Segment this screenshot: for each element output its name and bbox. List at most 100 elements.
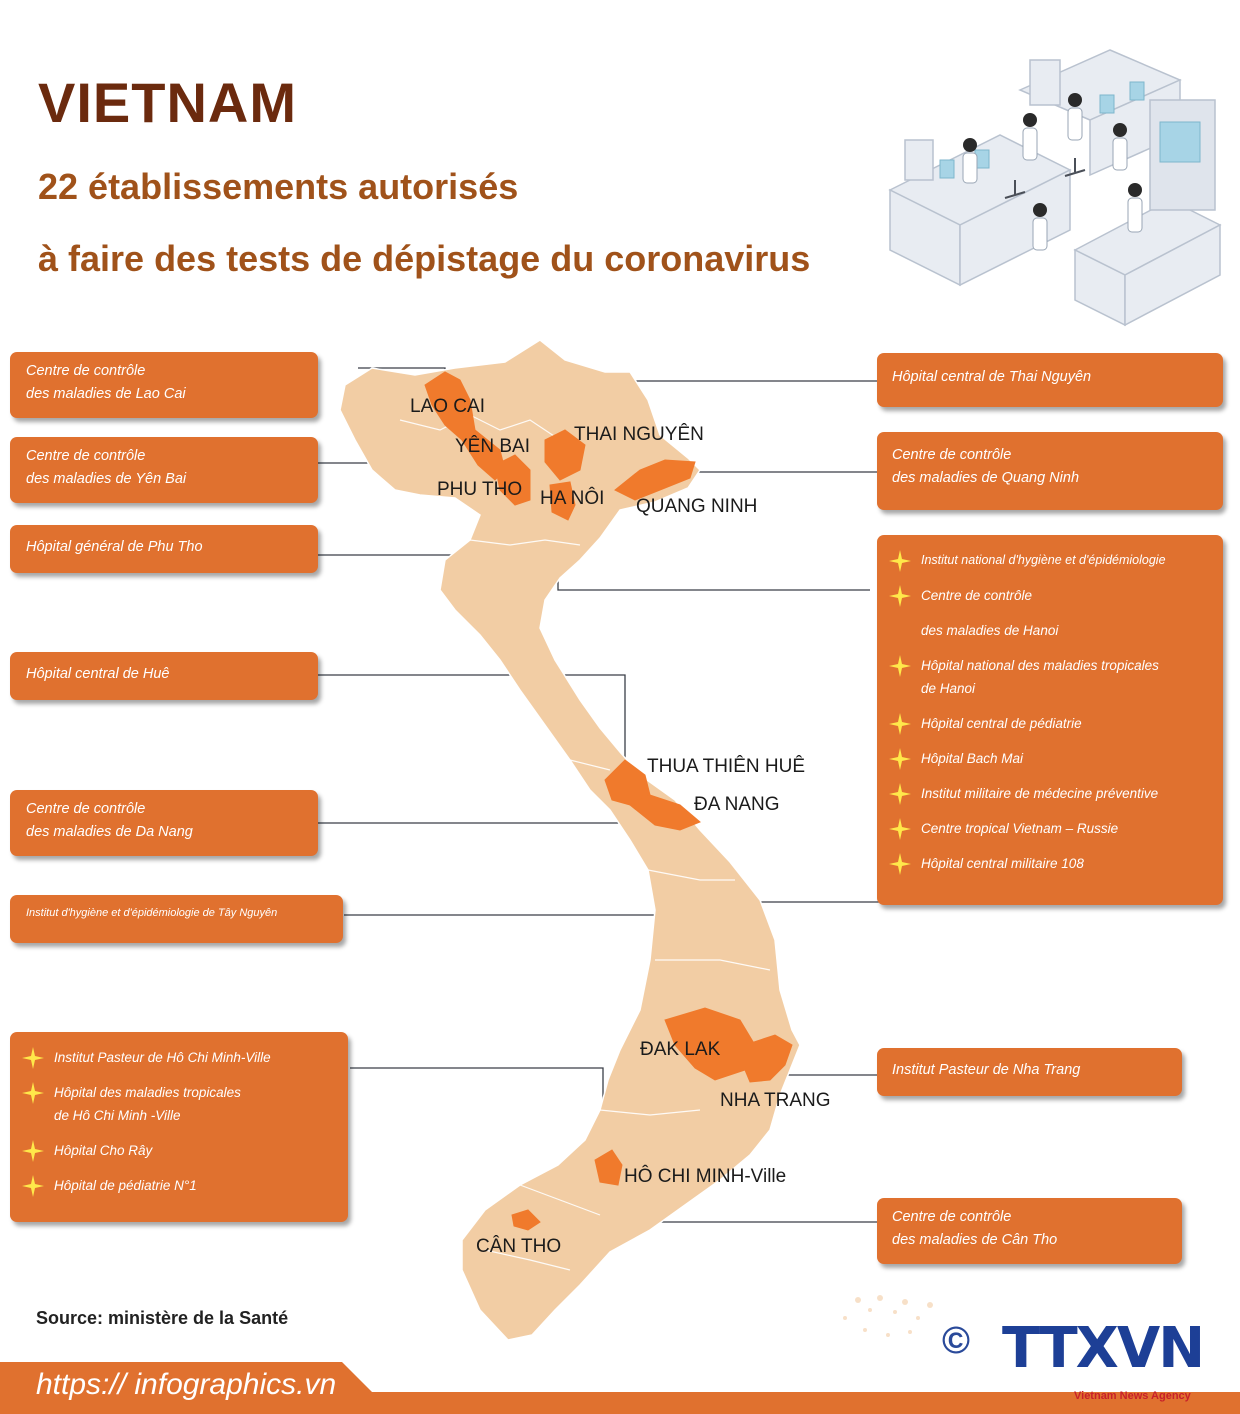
box-yen-bai-line2: des maladies de Yên Bai bbox=[26, 471, 187, 487]
hanoi-item-3-text: Hôpital national des maladies tropicales bbox=[921, 658, 1159, 673]
hanoi-item-2: Centre de contrôle bbox=[877, 578, 1223, 613]
map-label-thai-nguyen: THAI NGUYÊN bbox=[574, 423, 704, 445]
box-hue: Hôpital central de Huê bbox=[10, 652, 318, 700]
hanoi-item-3-cont: de Hanoi bbox=[877, 671, 1223, 706]
map-label-nha-trang: NHA TRANG bbox=[720, 1090, 831, 1111]
star-icon bbox=[22, 1175, 44, 1197]
hcm-item-4: Hôpital de pédiatrie N°1 bbox=[10, 1168, 348, 1203]
hanoi-item-8: Hôpital central militaire 108 bbox=[877, 846, 1223, 881]
hanoi-item-2-cont: des maladies de Hanoi bbox=[877, 613, 1223, 648]
hcm-item-2: Hôpital des maladies tropicales bbox=[10, 1075, 348, 1110]
map-label-phu-tho: PHU THO bbox=[437, 479, 522, 500]
box-quang-ninh-line1: Centre de contrôle bbox=[892, 447, 1012, 463]
footer-bar bbox=[0, 1362, 1240, 1414]
box-can-tho-line1: Centre de contrôle bbox=[892, 1209, 1012, 1225]
hanoi-item-1-text: Institut national d'hygiène et d'épidémi… bbox=[921, 553, 1166, 567]
map-label-yen-bai: YÊN BAI bbox=[455, 435, 530, 457]
hcm-item-3-text: Hôpital Cho Rây bbox=[54, 1143, 153, 1158]
box-da-nang: Centre de contrôle des maladies de Da Na… bbox=[10, 790, 318, 856]
map-label-quang-ninh: QUANG NINH bbox=[636, 496, 757, 517]
box-hue-line1: Hôpital central de Huê bbox=[26, 666, 170, 682]
box-da-nang-line1: Centre de contrôle bbox=[26, 801, 146, 817]
box-nha-trang: Institut Pasteur de Nha Trang bbox=[877, 1048, 1182, 1096]
box-nha-trang-line1: Institut Pasteur de Nha Trang bbox=[892, 1062, 1081, 1078]
box-ho-chi-minh: Institut Pasteur de Hô Chi Minh-Ville Hô… bbox=[10, 1032, 348, 1222]
map-label-thua-thien-hue: THUA THIÊN HUÊ bbox=[647, 755, 805, 777]
hanoi-item-1: Institut national d'hygiène et d'épidémi… bbox=[877, 543, 1223, 578]
box-quang-ninh-line2: des maladies de Quang Ninh bbox=[892, 470, 1080, 486]
hanoi-item-3-cont-text: de Hanoi bbox=[921, 681, 976, 696]
hanoi-item-4: Hôpital central de pédiatrie bbox=[877, 706, 1223, 741]
star-icon bbox=[889, 550, 911, 572]
hanoi-item-7: Centre tropical Vietnam – Russie bbox=[877, 811, 1223, 846]
star-icon bbox=[889, 853, 911, 875]
laboratory-illustration bbox=[888, 49, 1222, 327]
region-phu-tho bbox=[494, 454, 531, 506]
hcm-item-1: Institut Pasteur de Hô Chi Minh-Ville bbox=[10, 1040, 348, 1075]
star-icon bbox=[889, 713, 911, 735]
box-lao-cai-line2: des maladies de Lao Cai bbox=[26, 386, 186, 402]
region-khanh-hoa bbox=[744, 1034, 793, 1083]
region-can-tho bbox=[511, 1209, 541, 1231]
footer-url: https:// infographics.vn bbox=[36, 1368, 337, 1401]
box-thai-nguyen: Hôpital central de Thai Nguyên bbox=[877, 353, 1223, 407]
box-yen-bai: Centre de contrôle des maladies de Yên B… bbox=[10, 437, 318, 503]
box-yen-bai-line1: Centre de contrôle bbox=[26, 448, 146, 464]
hcm-item-4-text: Hôpital de pédiatrie N°1 bbox=[54, 1178, 197, 1193]
star-icon bbox=[889, 783, 911, 805]
map-label-da-nang: ĐA NANG bbox=[694, 794, 780, 815]
box-da-nang-line2: des maladies de Da Nang bbox=[26, 824, 193, 840]
box-quang-ninh: Centre de contrôle des maladies de Quang… bbox=[877, 432, 1223, 510]
region-thai-nguyen bbox=[544, 429, 586, 481]
box-hanoi: Institut national d'hygiène et d'épidémi… bbox=[877, 535, 1223, 905]
hanoi-item-2-cont-text: des maladies de Hanoi bbox=[921, 623, 1059, 638]
hcm-item-1-text: Institut Pasteur de Hô Chi Minh-Ville bbox=[54, 1050, 271, 1065]
star-icon bbox=[889, 655, 911, 677]
hanoi-item-5: Hôpital Bach Mai bbox=[877, 741, 1223, 776]
hcm-item-3: Hôpital Cho Rây bbox=[10, 1133, 348, 1168]
map-label-ha-noi: HA NÔI bbox=[540, 487, 604, 509]
page-title: VIETNAM bbox=[38, 71, 297, 134]
star-icon bbox=[22, 1140, 44, 1162]
box-phu-tho-line1: Hôpital général de Phu Tho bbox=[26, 539, 203, 555]
ttxvn-logo: TTXVN bbox=[1002, 1316, 1205, 1381]
box-tay-nguyen: Institut d'hygiène et d'épidémiologie de… bbox=[10, 895, 343, 943]
map-label-dak-lak: ĐAK LAK bbox=[640, 1039, 721, 1060]
region-ha-noi bbox=[549, 481, 576, 521]
star-icon bbox=[889, 818, 911, 840]
star-icon bbox=[22, 1047, 44, 1069]
hanoi-item-6: Institut militaire de médecine préventiv… bbox=[877, 776, 1223, 811]
hanoi-item-8-text: Hôpital central militaire 108 bbox=[921, 856, 1084, 871]
region-da-nang bbox=[629, 794, 701, 831]
hanoi-item-3: Hôpital national des maladies tropicales bbox=[877, 648, 1223, 683]
agency-name: Vietnam News Agency bbox=[1074, 1390, 1191, 1402]
hanoi-item-4-text: Hôpital central de pédiatrie bbox=[921, 716, 1082, 731]
vietnam-country-shape bbox=[339, 339, 801, 1341]
box-phu-tho: Hôpital général de Phu Tho bbox=[10, 525, 318, 573]
box-tay-nguyen-line1: Institut d'hygiène et d'épidémiologie de… bbox=[26, 907, 278, 919]
map-label-lao-cai: LAO CAI bbox=[410, 396, 485, 417]
box-lao-cai: Centre de contrôle des maladies de Lao C… bbox=[10, 352, 318, 418]
hanoi-item-2-text: Centre de contrôle bbox=[921, 588, 1033, 603]
star-icon bbox=[889, 748, 911, 770]
map-label-ho-chi-minh: HÔ CHI MINH-Ville bbox=[624, 1165, 786, 1187]
box-can-tho: Centre de contrôle des maladies de Cân T… bbox=[877, 1198, 1182, 1264]
hanoi-item-7-text: Centre tropical Vietnam – Russie bbox=[921, 821, 1119, 836]
map-label-can-tho: CÂN THO bbox=[476, 1235, 561, 1257]
hcm-item-2-cont: de Hô Chi Minh -Ville bbox=[10, 1098, 348, 1133]
box-thai-nguyen-line1: Hôpital central de Thai Nguyên bbox=[892, 369, 1092, 385]
box-lao-cai-line1: Centre de contrôle bbox=[26, 363, 146, 379]
box-can-tho-line2: des maladies de Cân Tho bbox=[892, 1232, 1058, 1248]
hcm-item-2-cont-text: de Hô Chi Minh -Ville bbox=[54, 1108, 181, 1123]
subtitle-line-2: à faire des tests de dépistage du corona… bbox=[38, 238, 811, 279]
copyright-icon: © bbox=[942, 1320, 970, 1362]
hanoi-item-6-text: Institut militaire de médecine préventiv… bbox=[921, 786, 1159, 801]
subtitle-line-1: 22 établissements autorisés bbox=[38, 166, 519, 207]
hcm-item-2-text: Hôpital des maladies tropicales bbox=[54, 1085, 241, 1100]
star-icon bbox=[22, 1082, 44, 1104]
region-ho-chi-minh bbox=[594, 1149, 623, 1186]
source-note: Source: ministère de la Santé bbox=[36, 1308, 289, 1328]
hanoi-item-5-text: Hôpital Bach Mai bbox=[921, 751, 1024, 766]
region-quang-ninh bbox=[614, 459, 696, 501]
